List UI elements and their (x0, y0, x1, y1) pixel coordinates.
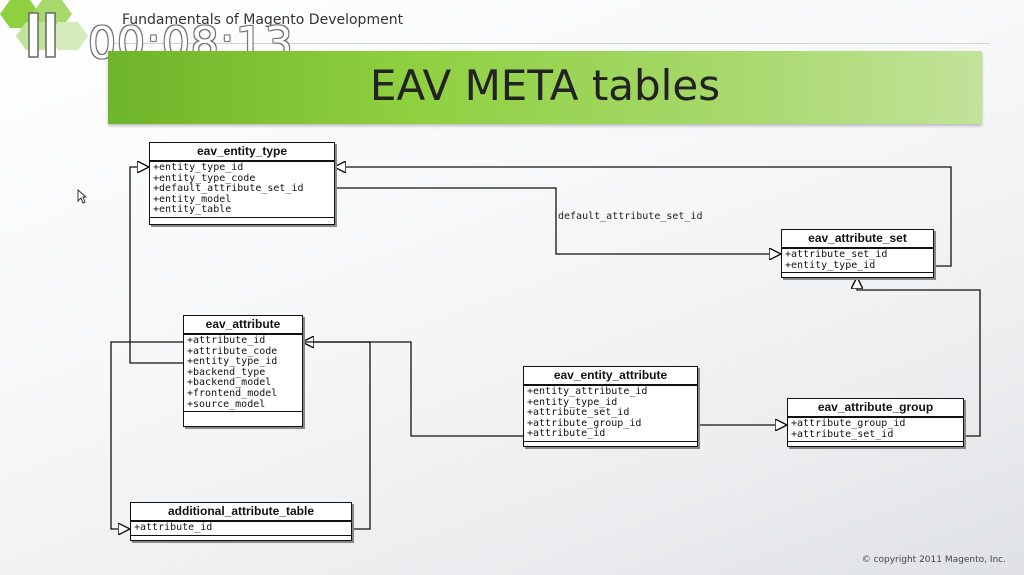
pause-icon[interactable] (28, 12, 60, 58)
attribute: +attribute_set_id (527, 407, 630, 419)
edge-attribute-to-entity-type (129, 167, 183, 364)
entity-footer (788, 441, 963, 446)
attribute: +attribute_set_id (791, 428, 894, 440)
attribute: +backend_model (187, 377, 272, 389)
edge-attribute-set-to-entity-type (334, 167, 952, 267)
entity-name: eav_entity_attribute (524, 367, 697, 386)
edge-label-default-attribute-set-id: default_attribute_set_id (558, 211, 703, 222)
attribute: +entity_type_id (187, 356, 278, 368)
entity-eav-attribute-group[interactable]: eav_attribute_group +attribute_group_id … (787, 398, 964, 448)
attribute-list: +attribute_id +attribute_code +entity_ty… (184, 335, 302, 411)
entity-footer (782, 272, 933, 277)
edge-attribute-to-additional (110, 341, 183, 529)
attribute-list: +entity_attribute_id +entity_type_id +at… (524, 386, 697, 441)
attribute: +entity_attribute_id (527, 386, 648, 397)
slide-title-banner: EAV META tables (108, 51, 982, 124)
attribute: +attribute_code (187, 345, 278, 357)
entity-name: eav_entity_type (150, 143, 334, 162)
attribute: +entity_table (153, 204, 232, 216)
entity-name: eav_attribute (184, 316, 302, 335)
edge-group-to-attribute-set (857, 277, 981, 437)
attribute: +entity_model (153, 193, 232, 205)
entity-footer (131, 534, 351, 540)
copyright-notice: © copyright 2011 Magento, Inc. (861, 555, 1006, 565)
attribute: +entity_type_code (153, 172, 256, 184)
entity-eav-attribute[interactable]: eav_attribute +attribute_id +attribute_c… (183, 315, 303, 428)
entity-name: eav_attribute_set (782, 230, 933, 249)
attribute: +attribute_group_id (527, 417, 642, 429)
attribute: +attribute_group_id (791, 418, 906, 429)
entity-footer (524, 440, 697, 446)
entity-eav-attribute-set[interactable]: eav_attribute_set +attribute_set_id +ent… (781, 229, 934, 279)
attribute: +attribute_id (187, 335, 266, 346)
mouse-cursor-icon (77, 189, 87, 204)
attribute-list: +attribute_id (131, 522, 351, 535)
attribute: +default_attribute_set_id (153, 183, 304, 195)
entity-footer (150, 216, 334, 224)
attribute: +backend_type (187, 366, 266, 378)
edge-entity-attribute-to-attribute (302, 342, 523, 437)
edge-default-attribute-set (334, 187, 781, 254)
entity-eav-entity-type[interactable]: eav_entity_type +entity_type_id +entity_… (149, 142, 335, 225)
attribute: +attribute_id (527, 428, 606, 440)
attribute: +entity_type_id (785, 259, 876, 271)
entity-eav-entity-attribute[interactable]: eav_entity_attribute +entity_attribute_i… (523, 366, 698, 447)
attribute: +source_model (187, 398, 266, 410)
slide-title: EAV META tables (369, 61, 721, 110)
attribute: +entity_type_id (153, 162, 244, 173)
edge-additional-to-attribute (302, 341, 371, 530)
entity-footer (184, 411, 302, 426)
attribute-list: +attribute_set_id +entity_type_id (782, 249, 933, 272)
attribute: +frontend_model (187, 387, 278, 399)
entity-name: additional_attribute_table (131, 503, 351, 522)
attribute: +attribute_id (134, 522, 213, 533)
attribute: +attribute_set_id (785, 249, 888, 260)
header-divider (108, 43, 990, 44)
attribute: +entity_type_id (527, 396, 618, 408)
course-title: Fundamentals of Magento Development (122, 12, 404, 28)
entity-additional-attribute-table[interactable]: additional_attribute_table +attribute_id (130, 502, 352, 541)
attribute-list: +attribute_group_id +attribute_set_id (788, 418, 963, 441)
attribute-list: +entity_type_id +entity_type_code +defau… (150, 162, 334, 217)
entity-name: eav_attribute_group (788, 399, 963, 418)
